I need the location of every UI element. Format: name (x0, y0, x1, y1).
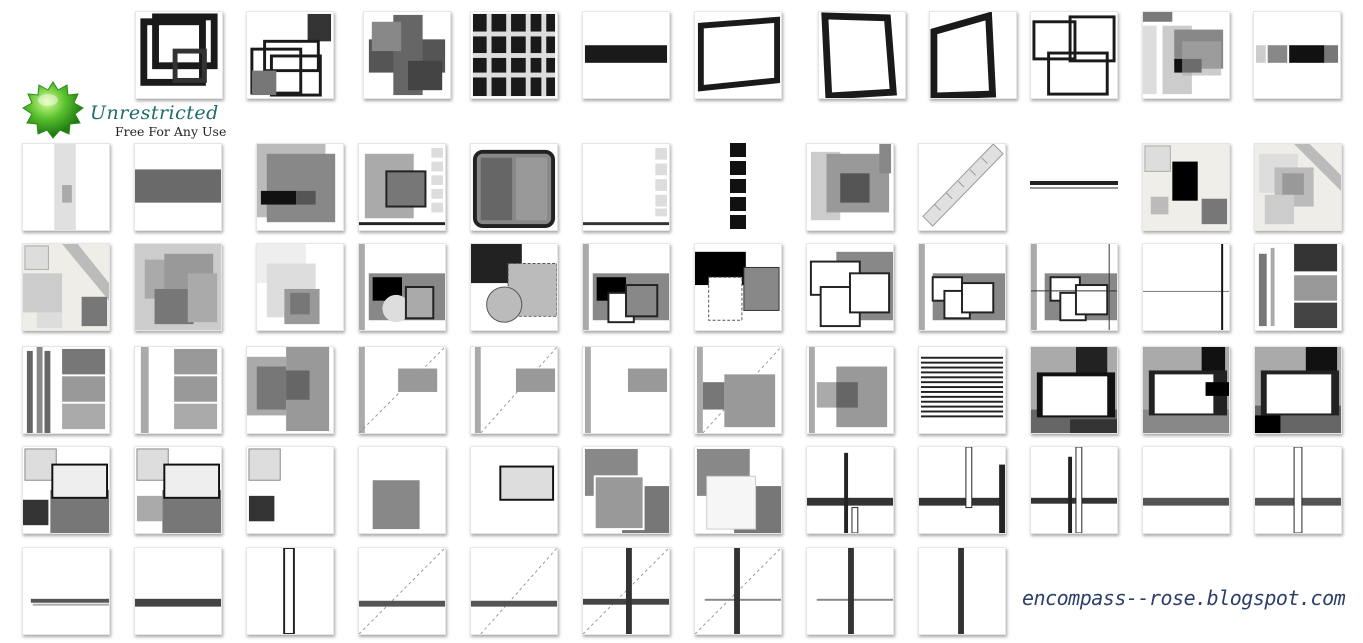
template-thumbnail[interactable] (694, 243, 782, 331)
template-thumbnail[interactable] (582, 143, 670, 231)
template-thumbnail[interactable] (22, 446, 110, 534)
template-thumbnail[interactable] (694, 346, 782, 434)
template-thumbnail[interactable] (246, 547, 334, 635)
template-thumbnail[interactable] (363, 11, 451, 99)
template-thumbnail[interactable] (918, 446, 1006, 534)
template-thumbnail[interactable] (1142, 243, 1230, 331)
template-thumbnail[interactable] (135, 11, 223, 99)
template-thumbnail[interactable] (582, 346, 670, 434)
template-thumbnail[interactable] (818, 11, 906, 99)
template-thumbnail[interactable] (1254, 143, 1342, 231)
template-thumbnail[interactable] (470, 346, 558, 434)
template-thumbnail[interactable] (134, 143, 222, 231)
template-thumbnail[interactable] (582, 11, 670, 99)
template-thumbnail[interactable] (918, 547, 1006, 635)
green-seal-icon (22, 81, 84, 139)
template-thumbnail[interactable] (22, 243, 110, 331)
template-thumbnail[interactable] (1254, 346, 1342, 434)
template-thumbnail[interactable] (22, 346, 110, 434)
template-thumbnail[interactable] (1254, 446, 1342, 534)
template-thumbnail[interactable] (1030, 11, 1118, 99)
template-thumbnail[interactable] (806, 143, 894, 231)
template-thumbnail[interactable] (918, 143, 1006, 231)
template-thumbnail[interactable] (22, 547, 110, 635)
badge-headline: Unrestricted (90, 102, 219, 124)
template-thumbnail[interactable] (582, 547, 670, 635)
template-thumbnail[interactable] (1142, 11, 1230, 99)
template-thumbnail[interactable] (1030, 346, 1118, 434)
template-thumbnail[interactable] (22, 143, 110, 231)
template-thumbnail[interactable] (358, 547, 446, 635)
badge-subline: Free For Any Use (115, 124, 227, 139)
template-thumbnail[interactable] (246, 11, 334, 99)
template-thumbnail[interactable] (1253, 11, 1341, 99)
template-thumbnail[interactable] (694, 143, 782, 231)
template-thumbnail[interactable] (806, 446, 894, 534)
template-thumbnail[interactable] (256, 143, 344, 231)
template-thumbnail[interactable] (582, 243, 670, 331)
template-thumbnail[interactable] (134, 243, 222, 331)
template-thumbnail[interactable] (256, 243, 344, 331)
blog-url-watermark: encompass--rose.blogspot.com (1022, 586, 1346, 610)
template-thumbnail[interactable] (694, 11, 782, 99)
template-thumbnail[interactable] (1142, 346, 1230, 434)
template-thumbnail[interactable] (470, 143, 558, 231)
template-thumbnail[interactable] (694, 446, 782, 534)
template-thumbnail[interactable] (470, 547, 558, 635)
template-thumbnail[interactable] (134, 346, 222, 434)
template-thumbnail[interactable] (1030, 446, 1118, 534)
template-thumbnail[interactable] (358, 346, 446, 434)
template-thumbnail[interactable] (470, 11, 558, 99)
template-thumbnail[interactable] (1030, 243, 1118, 331)
template-thumbnail[interactable] (694, 547, 782, 635)
template-thumbnail[interactable] (134, 547, 222, 635)
template-thumbnail[interactable] (806, 346, 894, 434)
template-thumbnail[interactable] (1030, 143, 1118, 231)
template-thumbnail[interactable] (358, 446, 446, 534)
template-thumbnail[interactable] (1142, 446, 1230, 534)
unrestricted-badge: Unrestricted Free For Any Use (20, 80, 240, 142)
template-thumbnail[interactable] (806, 547, 894, 635)
template-thumbnail[interactable] (918, 243, 1006, 331)
template-thumbnail[interactable] (1142, 143, 1230, 231)
template-thumbnail[interactable] (470, 243, 558, 331)
template-thumbnail[interactable] (134, 446, 222, 534)
template-thumbnail[interactable] (470, 446, 558, 534)
template-thumbnail[interactable] (929, 11, 1017, 99)
template-thumbnail[interactable] (358, 143, 446, 231)
template-thumbnail[interactable] (358, 243, 446, 331)
template-thumbnail[interactable] (582, 446, 670, 534)
template-thumbnail[interactable] (246, 346, 334, 434)
template-thumbnail[interactable] (1254, 243, 1342, 331)
template-thumbnail[interactable] (806, 243, 894, 331)
template-thumbnail[interactable] (246, 446, 334, 534)
template-thumbnail[interactable] (918, 346, 1006, 434)
